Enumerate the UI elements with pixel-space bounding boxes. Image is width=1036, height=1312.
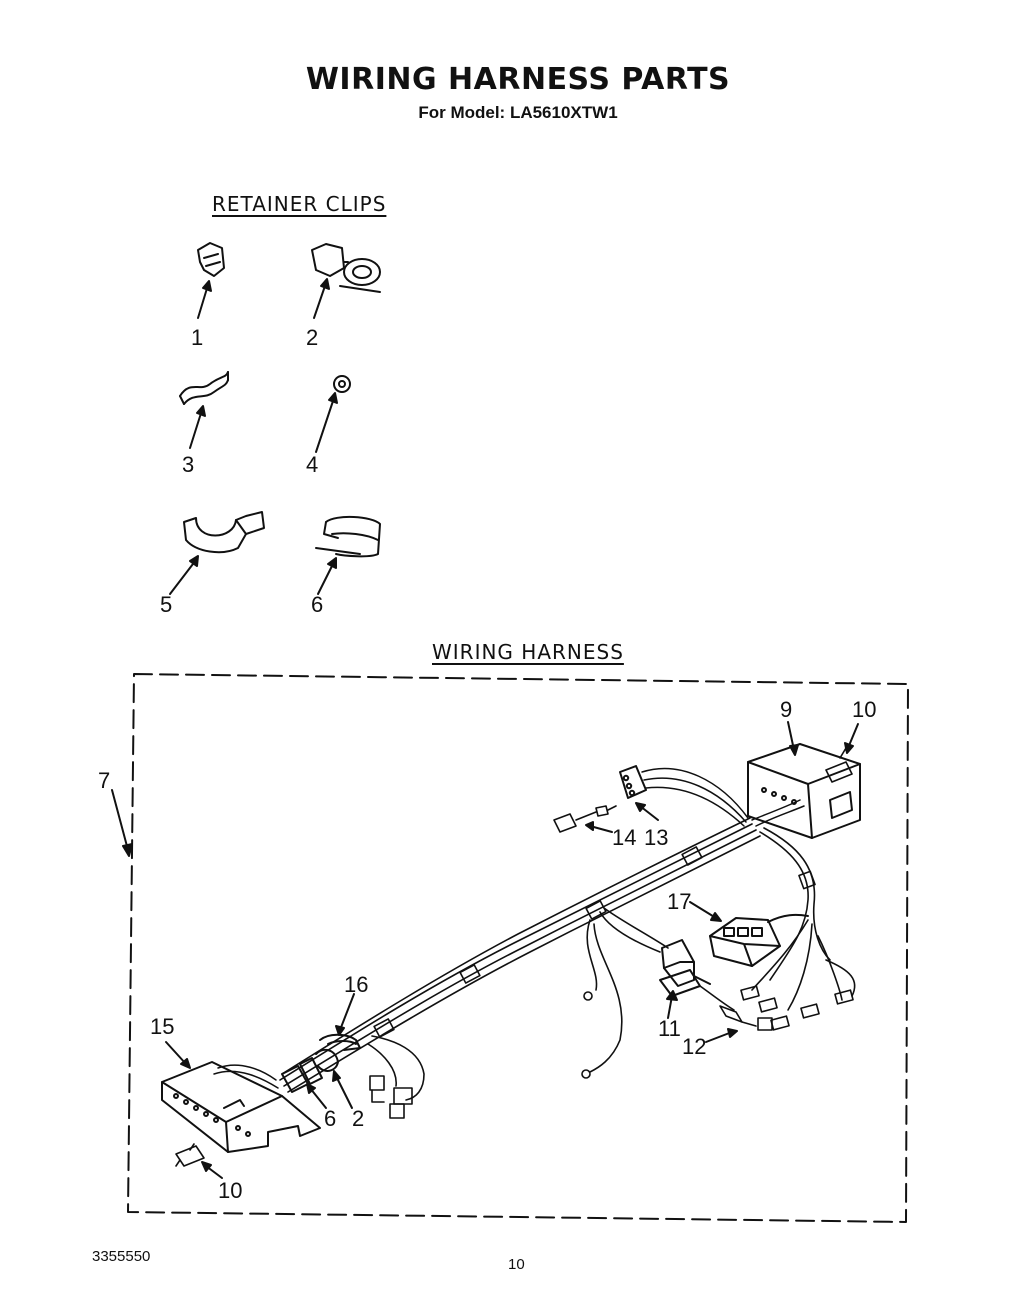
callout-6-lower-arrow [309, 1087, 327, 1109]
clip-4-arrow [315, 397, 335, 453]
clip-2-drawing [311, 243, 381, 293]
callout-14: 14 [612, 825, 637, 850]
clip-2-arrow [313, 282, 327, 319]
callout-13: 13 [644, 825, 669, 850]
callout-2: 2 [306, 325, 319, 350]
callout-5: 5 [160, 592, 173, 617]
clip-5-drawing [183, 511, 265, 554]
terminal-10-upper-drawing [825, 747, 853, 783]
clip-1-arrow [197, 284, 209, 319]
connector-13-drawing [619, 765, 749, 827]
lower-left-branch-drawing [367, 1035, 425, 1119]
callout-2-lower-arrow [335, 1075, 353, 1109]
clip-2-on-harness [315, 1048, 339, 1072]
callout-7-arrow [111, 789, 129, 851]
switch-11-drawing [659, 939, 711, 997]
clip-6-drawing [315, 516, 381, 558]
callout-12-arrow [705, 1031, 733, 1043]
clip-6-arrow [317, 561, 335, 595]
callout-16-arrow [339, 993, 355, 1031]
connector-15-drawing [161, 1061, 321, 1153]
callout-3: 3 [182, 452, 195, 477]
callout-2-lower: 2 [352, 1106, 365, 1131]
callout-9: 9 [780, 697, 793, 722]
harness-frame [127, 673, 909, 1223]
callout-16: 16 [344, 972, 369, 997]
callout-15: 15 [150, 1014, 175, 1039]
callout-7: 7 [98, 768, 111, 793]
callout-4: 4 [306, 452, 319, 477]
clip-16-drawing [319, 1033, 361, 1051]
clip-1-drawing [197, 242, 225, 277]
callout-10-lower: 10 [218, 1178, 243, 1203]
connector-9-drawing [747, 743, 861, 839]
harness-tape-bands [373, 846, 703, 1038]
page-title: WIRING HARNESS PARTS [305, 62, 731, 97]
callout-1: 1 [191, 325, 204, 350]
clip-3-drawing [179, 371, 229, 405]
callout-15-arrow [165, 1041, 187, 1065]
part-12-drawing [699, 985, 773, 1031]
doc-number: 3355550 [92, 1248, 151, 1265]
clip-4-drawing [333, 375, 351, 393]
connector-17-drawing [709, 913, 809, 967]
callout-10-upper: 10 [852, 697, 877, 722]
terminal-14-drawing [553, 805, 617, 833]
retainer-clips-heading: RETAINER CLIPS [212, 192, 387, 216]
harness-bundle [279, 817, 761, 1093]
callout-17-arrow [689, 901, 717, 919]
clip-5-arrow [169, 559, 197, 595]
right-branch-wires [751, 827, 856, 1011]
model-subtitle: For Model: LA5610XTW1 [418, 103, 618, 122]
callout-17: 17 [667, 889, 692, 914]
callout-6: 6 [311, 592, 324, 617]
ground-wires-drawing [581, 907, 669, 1079]
page-number: 10 [508, 1256, 525, 1273]
callout-12: 12 [682, 1034, 707, 1059]
callout-11: 11 [658, 1016, 681, 1041]
wiring-harness-heading: WIRING HARNESS [432, 640, 624, 664]
terminal-10-lower-drawing [175, 1143, 205, 1167]
callout-6-lower: 6 [324, 1106, 337, 1131]
clip-3-arrow [189, 409, 203, 449]
